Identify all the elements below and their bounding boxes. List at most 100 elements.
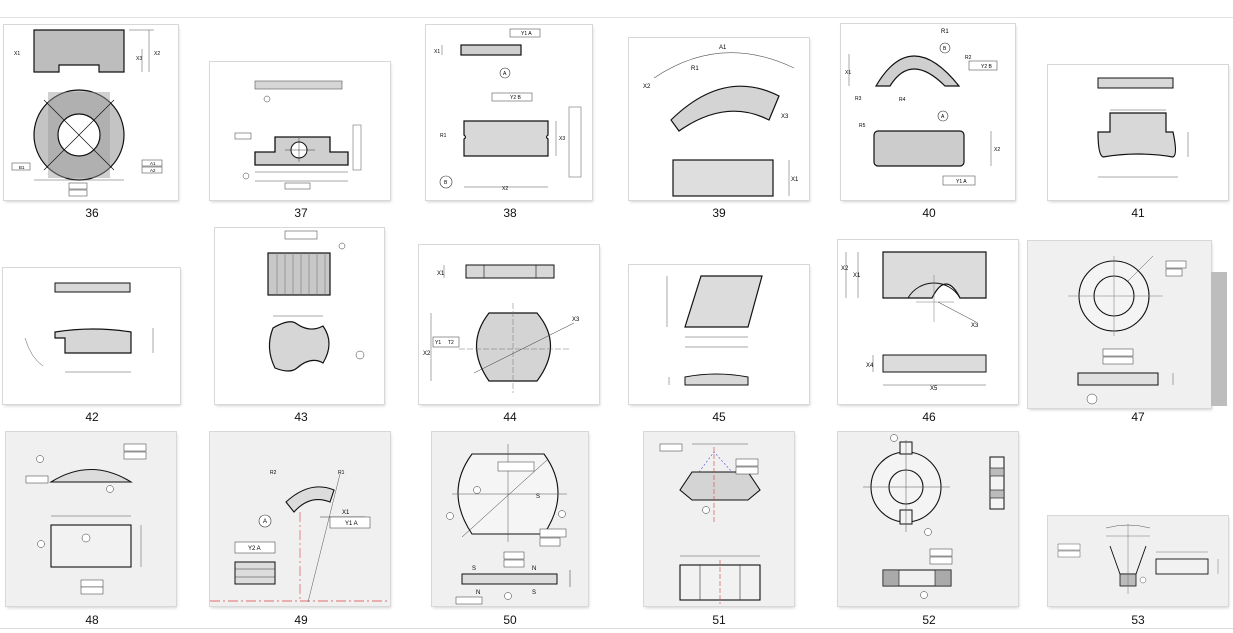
svg-text:X2: X2 [841, 266, 849, 272]
thumbnail-51[interactable] [644, 432, 794, 606]
svg-text:R1: R1 [338, 470, 345, 476]
drawing-46: X3 X1 X2 X4 X5 [841, 251, 987, 392]
thumbnail-47[interactable] [1028, 241, 1211, 408]
drawing-41 [1097, 77, 1189, 178]
svg-text:Y1: Y1 [435, 340, 441, 346]
svg-text:X4: X4 [866, 363, 874, 369]
svg-text:S: S [532, 590, 536, 596]
svg-text:B1: B1 [19, 165, 25, 170]
drawing-45 [666, 275, 763, 386]
svg-text:X1: X1 [853, 273, 861, 279]
svg-text:R4: R4 [899, 97, 906, 103]
drawing-37 [234, 80, 362, 190]
svg-text:X1: X1 [791, 177, 799, 183]
svg-text:N: N [532, 566, 536, 572]
thumbnail-53[interactable] [1048, 516, 1228, 606]
caption-44: 44 [503, 410, 517, 424]
svg-text:A1: A1 [150, 161, 156, 166]
svg-text:B: B [943, 46, 947, 52]
drawing-38: Y1 A A Y2 B R1 B X2 X3 X1 [434, 28, 582, 192]
caption-50: 50 [503, 613, 517, 627]
svg-text:X1: X1 [437, 271, 445, 277]
thumbnail-45[interactable] [629, 265, 809, 404]
caption-53: 53 [1131, 613, 1145, 627]
svg-text:X1: X1 [434, 49, 440, 55]
svg-text:X3: X3 [136, 56, 142, 62]
caption-48: 48 [85, 613, 99, 627]
svg-text:R3: R3 [855, 96, 862, 102]
svg-text:A: A [503, 71, 507, 77]
svg-text:Y2 A: Y2 A [248, 546, 261, 552]
svg-text:R5: R5 [859, 123, 866, 129]
caption-47: 47 [1131, 410, 1145, 424]
thumbnail-40[interactable]: R1 B R2 Y2 B R3 R4 R5 X1 A X2 Y1 A [841, 24, 1015, 200]
svg-text:X2: X2 [423, 351, 431, 357]
svg-text:A: A [941, 114, 945, 120]
scrollbar-thumb[interactable] [1211, 272, 1227, 406]
drawing-51 [659, 443, 761, 604]
thumbnail-49[interactable]: R2 R1 X1 Y1 A A Y2 A [210, 432, 390, 606]
svg-text:Y2 B: Y2 B [981, 64, 993, 70]
thumbnail-46[interactable]: X3 X1 X2 X4 X5 [838, 240, 1018, 404]
thumbnail-43[interactable] [215, 228, 384, 404]
drawing-42 [24, 282, 154, 373]
svg-text:R1: R1 [941, 29, 949, 35]
svg-text:X2: X2 [502, 186, 508, 192]
thumbnail-36[interactable]: X2 X3 X1 A1 A2 B1 [4, 25, 178, 200]
drawing-50: S S N N S [446, 444, 571, 605]
svg-text:Y1 A: Y1 A [345, 521, 358, 527]
caption-36: 36 [85, 206, 99, 220]
drawing-43 [267, 230, 365, 372]
svg-text:T2: T2 [448, 340, 454, 346]
caption-45: 45 [712, 410, 726, 424]
svg-text:Y2 B: Y2 B [510, 95, 522, 101]
svg-text:R1: R1 [691, 66, 699, 72]
thumbnail-48[interactable] [6, 432, 176, 606]
svg-text:Y1 A: Y1 A [956, 179, 967, 185]
thumbnail-37[interactable] [210, 62, 390, 200]
svg-text:R1: R1 [440, 133, 447, 139]
svg-text:A2: A2 [150, 168, 156, 173]
svg-text:A1: A1 [719, 45, 727, 51]
svg-text:X2: X2 [994, 147, 1000, 153]
thumbnail-38[interactable]: Y1 A A Y2 B R1 B X2 X3 X1 [426, 25, 592, 200]
drawing-48 [25, 443, 147, 595]
svg-text:X3: X3 [781, 114, 789, 120]
thumbnail-39[interactable]: A1 R1 X2 X3 X1 [629, 38, 809, 200]
svg-text:X1: X1 [845, 70, 851, 76]
toolbar-divider [0, 17, 1233, 18]
thumbnail-50[interactable]: S S N N S [432, 432, 588, 606]
drawing-47 [1068, 255, 1187, 405]
caption-37: 37 [294, 206, 308, 220]
drawing-36: X2 X3 X1 A1 A2 B1 [11, 29, 163, 197]
svg-text:X3: X3 [559, 136, 565, 142]
caption-40: 40 [922, 206, 936, 220]
svg-text:S: S [536, 494, 540, 500]
drawing-40: R1 B R2 Y2 B R3 R4 R5 X1 A X2 Y1 A [845, 29, 1000, 186]
caption-42: 42 [85, 410, 99, 424]
svg-text:X1: X1 [342, 510, 350, 516]
caption-46: 46 [922, 410, 936, 424]
svg-text:X2: X2 [643, 84, 651, 90]
caption-51: 51 [712, 613, 726, 627]
caption-49: 49 [294, 613, 308, 627]
drawing-49: R2 R1 X1 Y1 A A Y2 A [210, 470, 390, 603]
svg-text:B: B [444, 180, 448, 186]
svg-text:R2: R2 [270, 470, 277, 476]
thumbnail-52[interactable] [838, 432, 1018, 606]
svg-text:X5: X5 [930, 386, 938, 392]
caption-52: 52 [922, 613, 936, 627]
svg-text:R2: R2 [965, 55, 972, 61]
caption-41: 41 [1131, 206, 1145, 220]
thumbnail-44[interactable]: X1 X3 X2 Y1 T2 [419, 245, 599, 404]
caption-43: 43 [294, 410, 308, 424]
caption-39: 39 [712, 206, 726, 220]
drawing-39: A1 R1 X2 X3 X1 [643, 45, 799, 197]
caption-38: 38 [503, 206, 517, 220]
thumbnail-41[interactable] [1048, 65, 1228, 200]
svg-text:X2: X2 [154, 51, 160, 57]
drawing-53 [1057, 524, 1219, 594]
drawing-44: X1 X3 X2 Y1 T2 [423, 264, 580, 393]
thumbnail-42[interactable] [3, 268, 180, 404]
svg-text:A: A [263, 519, 267, 525]
